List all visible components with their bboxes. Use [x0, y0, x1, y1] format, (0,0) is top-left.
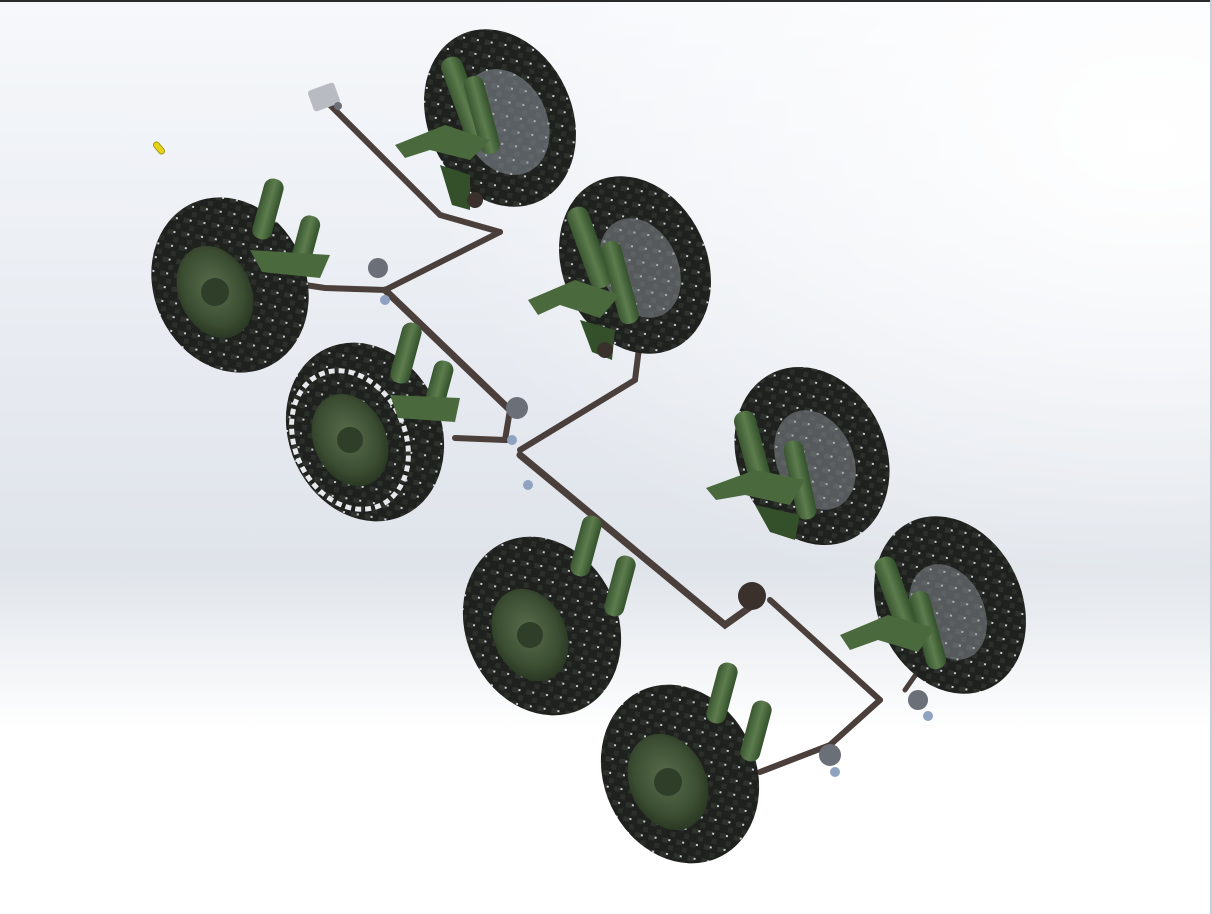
- wheel-assembly[interactable]: [123, 171, 390, 398]
- linkage-rod: [452, 407, 513, 444]
- wheel-assembly[interactable]: [395, 4, 604, 232]
- steering-gearbox[interactable]: [307, 82, 342, 112]
- wheel-assembly[interactable]: [434, 511, 766, 742]
- shock-absorber: [570, 515, 636, 617]
- hub-joint: [467, 192, 483, 208]
- shock-absorber: [441, 56, 500, 155]
- suspension-arm: [440, 165, 470, 210]
- suspension-arm: [250, 250, 330, 278]
- hub-joint: [819, 744, 841, 766]
- linkage-rod: [381, 286, 514, 414]
- hub-joint: [507, 435, 517, 445]
- wheel-assembly[interactable]: [572, 659, 841, 890]
- hub-joint: [523, 480, 533, 490]
- wheel-assembly[interactable]: [257, 317, 533, 548]
- wheel-assembly[interactable]: [706, 341, 918, 570]
- hub-joint: [506, 397, 528, 419]
- shock-absorber: [567, 206, 639, 325]
- wheel-assembly[interactable]: [840, 491, 1054, 721]
- hub-joint: [380, 295, 390, 305]
- hub-joint: [738, 582, 766, 610]
- hub-joint: [830, 767, 840, 777]
- hub-joint: [368, 258, 388, 278]
- wheel-hub: [201, 278, 229, 306]
- suspension-arm: [528, 280, 620, 318]
- wheel-assembly[interactable]: [528, 151, 739, 379]
- linkage-rod: [327, 102, 503, 235]
- wheel-hub: [337, 427, 363, 453]
- shock-absorber: [706, 662, 772, 762]
- wheel-hub: [517, 622, 543, 648]
- origin-marker-icon[interactable]: [152, 141, 166, 156]
- linkage-rod: [757, 697, 883, 775]
- hub-joint: [597, 342, 613, 358]
- linkage-rod: [517, 337, 643, 453]
- suspension-arm: [840, 615, 935, 652]
- suspension-arm: [395, 125, 490, 160]
- viewport-top-border: [0, 0, 1212, 2]
- suspension-arm: [706, 470, 805, 505]
- wheel-hub: [654, 768, 682, 796]
- hub-joint: [908, 690, 928, 710]
- viewport-right-border: [1210, 0, 1212, 914]
- hub-joint: [923, 711, 933, 721]
- linkage-rod: [767, 597, 883, 703]
- suspension-arm: [390, 395, 460, 422]
- suspension-arm: [755, 505, 800, 540]
